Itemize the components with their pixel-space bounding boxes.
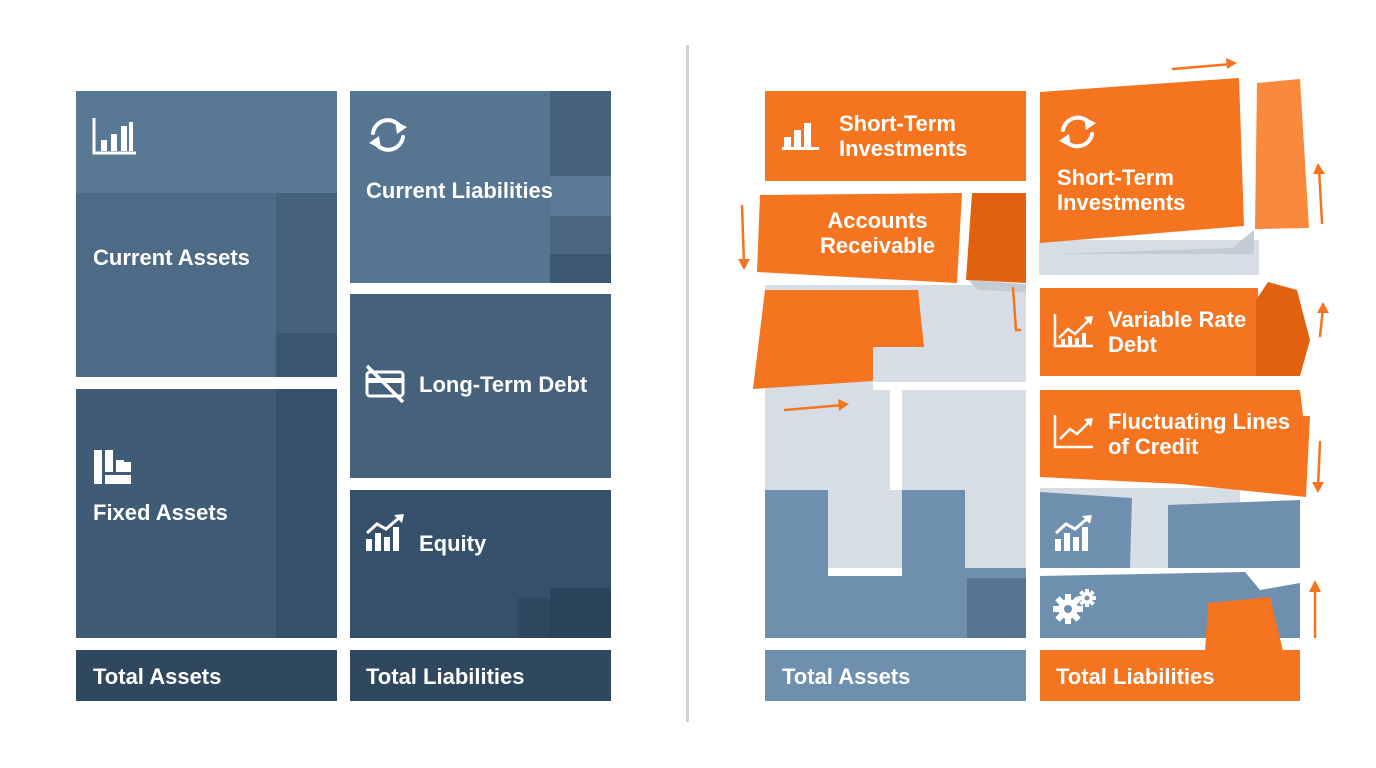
label-line: Investments bbox=[839, 136, 968, 161]
long-term-debt-label: Long-Term Debt bbox=[419, 372, 588, 397]
liability-shard bbox=[1205, 597, 1283, 651]
label-line: of Credit bbox=[1108, 434, 1199, 459]
building-blocks-icon bbox=[94, 450, 131, 484]
variable-rate-debt-label: Variable Rate Debt bbox=[1108, 307, 1246, 357]
total-assets-bar-volatile bbox=[765, 650, 1026, 701]
fluctuating-credit-label: Fluctuating Lines of Credit bbox=[1108, 409, 1290, 459]
short-term-investments-label-2: Short-Term Investments bbox=[1057, 165, 1185, 215]
asset-block-dark bbox=[967, 578, 1026, 638]
total-liabilities-bar-volatile bbox=[1040, 650, 1300, 701]
equity-label: Equity bbox=[419, 531, 487, 556]
label-line: Debt bbox=[1108, 332, 1157, 357]
total-assets-bar bbox=[76, 650, 337, 701]
receivable-fragment-block bbox=[753, 290, 924, 389]
current-liabilities-label: Current Liabilities bbox=[366, 178, 554, 203]
short-term-investments-shard bbox=[1255, 79, 1309, 229]
total-assets-label: Total Assets bbox=[93, 664, 222, 689]
fixed-assets-label: Fixed Assets bbox=[93, 500, 228, 525]
label-line: Short-Term bbox=[839, 111, 956, 136]
pale-region bbox=[1039, 240, 1259, 275]
total-assets-label-volatile: Total Assets bbox=[782, 664, 911, 689]
gutter bbox=[890, 385, 902, 490]
fluctuating-credit-block bbox=[1040, 390, 1310, 497]
variable-rate-debt-shard bbox=[1256, 282, 1310, 376]
gutter bbox=[873, 382, 1026, 390]
asset-blocks-lower bbox=[765, 490, 1026, 638]
shadow-shard bbox=[1050, 230, 1254, 254]
accounts-receivable-shard bbox=[966, 193, 1026, 283]
growth-chart-icon bbox=[1054, 515, 1092, 551]
total-liabilities-bar bbox=[350, 650, 611, 701]
gears-icon bbox=[1053, 589, 1096, 624]
label-line: Fluctuating Lines bbox=[1108, 409, 1291, 434]
label-line: Accounts bbox=[827, 208, 928, 233]
liability-block bbox=[1168, 500, 1300, 568]
trend-line-icon bbox=[1053, 415, 1093, 449]
no-credit-card-icon bbox=[365, 364, 405, 404]
label-line: Investments bbox=[1057, 190, 1186, 215]
total-liabilities-label: Total Liabilities bbox=[366, 664, 525, 689]
label-line: Short-Term bbox=[1057, 165, 1174, 190]
arrow-heads bbox=[738, 58, 1329, 592]
short-term-investments-label: Short-Term Investments bbox=[839, 111, 967, 161]
bar-chart-icon bbox=[92, 118, 136, 155]
growth-chart-icon bbox=[365, 514, 404, 551]
long-term-debt-block bbox=[350, 294, 611, 478]
fixed-assets-block bbox=[76, 389, 337, 638]
refresh-cycle-icon bbox=[369, 118, 407, 152]
rising-chart-icon bbox=[1053, 314, 1093, 348]
gutter bbox=[1026, 276, 1039, 638]
refresh-cycle-icon bbox=[1059, 115, 1096, 149]
current-assets-label: Current Assets bbox=[93, 245, 250, 270]
accounts-receivable-block bbox=[757, 193, 962, 283]
variable-rate-debt-block bbox=[1040, 288, 1258, 376]
label-line: Variable Rate bbox=[1108, 307, 1247, 332]
shadow-shard bbox=[968, 280, 1026, 292]
bar-chart-icon bbox=[782, 123, 819, 150]
panel-divider bbox=[686, 45, 689, 722]
total-liabilities-label-volatile: Total Liabilities bbox=[1056, 664, 1215, 689]
accounts-receivable-label: Accounts Receivable bbox=[820, 208, 935, 258]
current-assets-block bbox=[76, 91, 337, 377]
short-term-investments-block-2 bbox=[1040, 78, 1244, 243]
label-line: Receivable bbox=[820, 233, 935, 258]
equity-block bbox=[350, 490, 611, 638]
